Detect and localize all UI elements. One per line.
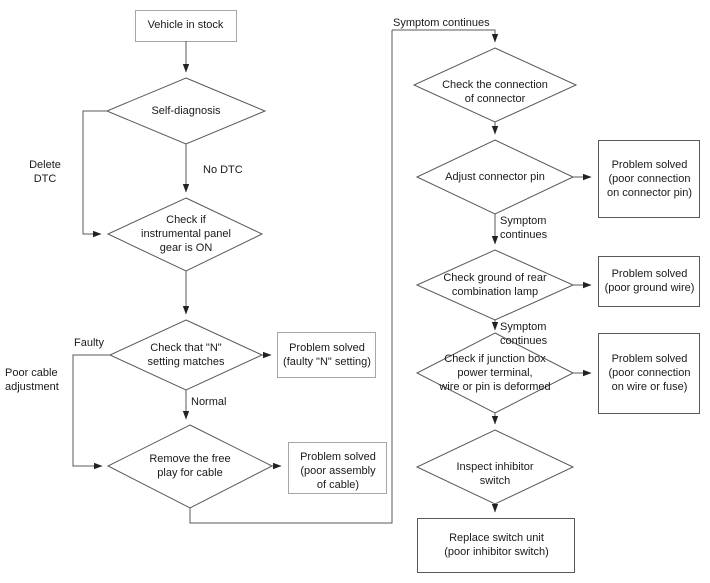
edge-label-symptom-continues-top: Symptom continues bbox=[393, 17, 490, 29]
edge-label-no-dtc: No DTC bbox=[203, 164, 243, 176]
edge-label-normal: Normal bbox=[191, 396, 227, 408]
edge-label-symptom-continues-2: Symptom continues bbox=[500, 321, 548, 347]
edge-label-delete-dtc: Delete DTC bbox=[29, 159, 61, 185]
edge-label-faulty: Faulty bbox=[74, 337, 104, 349]
edge-label-symptom-continues-1: Symptom continues bbox=[500, 215, 548, 241]
edge-label-poor-cable-adjustment: Poor cable adjustment bbox=[5, 367, 59, 393]
